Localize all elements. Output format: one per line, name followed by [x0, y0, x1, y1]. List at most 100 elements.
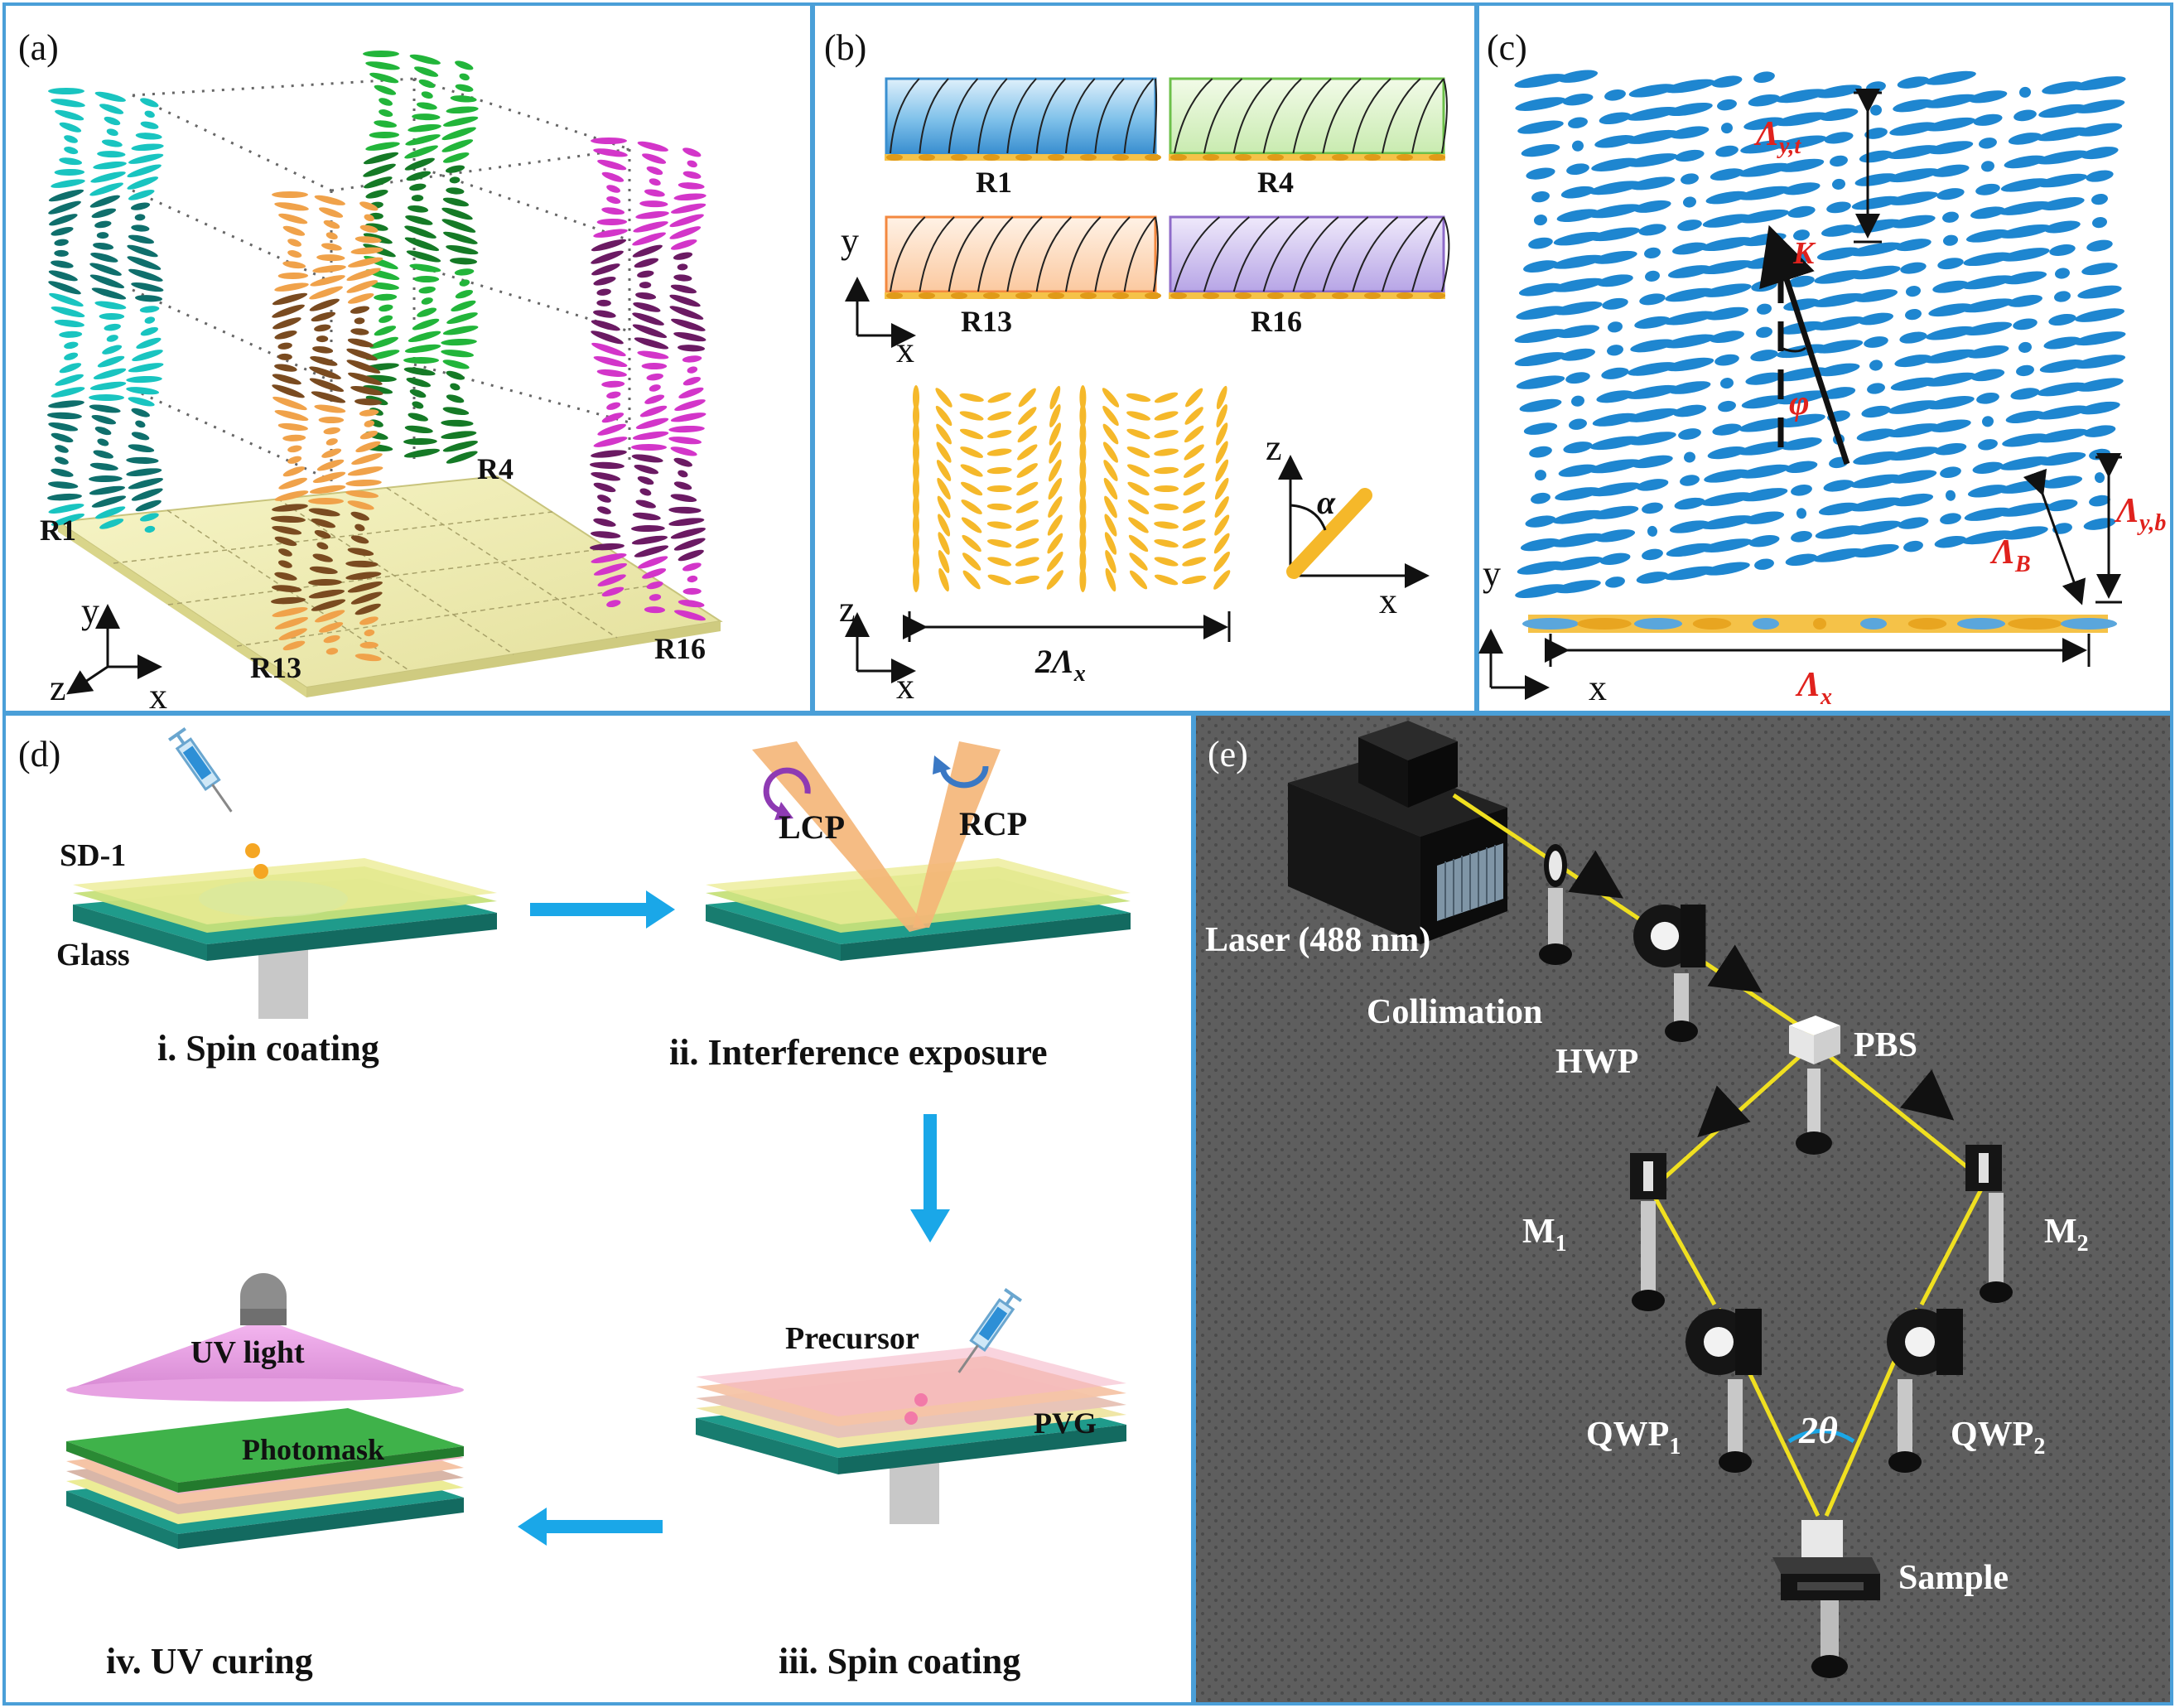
- blue-molecule: [1775, 112, 1828, 127]
- step1-substrate: [73, 858, 497, 1019]
- lc-molecule: [272, 525, 302, 535]
- blue-molecule: [1605, 577, 1625, 588]
- helix-line: [1152, 216, 1159, 292]
- lc-molecule: [678, 470, 688, 478]
- grating-molecule: [1016, 463, 1038, 478]
- grating-molecule: [986, 466, 1012, 475]
- blue-molecule: [1626, 384, 1679, 399]
- blue-molecule: [1705, 306, 1749, 321]
- lc-molecule: [307, 579, 342, 586]
- blue-molecule: [2074, 99, 2125, 113]
- lc-molecule: [359, 641, 379, 649]
- grating-molecule: [1047, 533, 1063, 554]
- lc-molecule: [635, 292, 657, 300]
- lc-molecule: [270, 515, 306, 523]
- axis-b-top-x: x: [896, 330, 914, 370]
- blue-molecule: [1976, 392, 1999, 404]
- lc-grating: [913, 385, 1231, 592]
- blue-molecule: [1888, 400, 1939, 414]
- lc-molecule: [359, 409, 379, 417]
- lc-molecule: [128, 190, 155, 200]
- lc-molecule: [309, 566, 338, 575]
- blue-molecule: [1553, 231, 1603, 246]
- grating-molecule: [1183, 481, 1205, 496]
- lc-molecule: [91, 287, 127, 300]
- lc-molecule: [278, 477, 307, 490]
- lc-molecule: [55, 445, 69, 453]
- lc-molecule: [369, 336, 398, 349]
- lcp-rotation: [763, 767, 811, 815]
- lc-molecule: [682, 171, 702, 179]
- bar-dot: [1145, 292, 1161, 299]
- lc-molecule: [309, 366, 341, 379]
- blue-molecule: [1604, 89, 1626, 101]
- blue-molecule: [1851, 265, 1901, 280]
- lc-molecule: [128, 268, 163, 282]
- lc-molecule: [135, 133, 162, 140]
- lc-molecule: [48, 422, 79, 432]
- lc-molecule: [635, 499, 656, 509]
- lc-molecule: [345, 479, 382, 487]
- panel-c-label: (c): [1487, 27, 1527, 68]
- lc-molecule: [89, 404, 121, 413]
- grating-molecule: [962, 552, 981, 571]
- lc-molecule: [638, 556, 668, 569]
- grating-molecule: [938, 550, 950, 573]
- grating-molecule: [1216, 385, 1227, 410]
- blue-molecule: [1715, 145, 1739, 157]
- blue-molecule: [1599, 552, 1631, 565]
- grating-molecule: [959, 411, 984, 421]
- lc-molecule: [48, 200, 81, 215]
- blue-molecule: [1647, 525, 1658, 537]
- blue-molecule: [1818, 502, 1859, 516]
- blue-molecule: [1850, 474, 1902, 489]
- blue-molecule: [1756, 326, 1772, 338]
- blue-molecule: [1551, 533, 1604, 548]
- blue-molecule: [1553, 301, 1603, 316]
- blue-molecule: [1555, 325, 1600, 339]
- blue-molecule: [1775, 390, 1828, 405]
- grating-molecule: [1184, 425, 1204, 443]
- blue-molecule: [1626, 129, 1679, 144]
- blue-molecule: [1700, 237, 1753, 252]
- lc-molecule: [406, 250, 441, 263]
- blue-molecule: [2036, 127, 2089, 142]
- grating-molecule: [959, 428, 984, 440]
- blue-molecule: [1999, 200, 2052, 215]
- panel-e: (e): [1196, 716, 2170, 1702]
- blue-molecule: [1924, 349, 1977, 364]
- grating-molecule: [1079, 385, 1087, 410]
- bar-dot: [1396, 292, 1413, 299]
- lc-molecule: [278, 548, 292, 557]
- blue-molecule: [1867, 383, 1885, 394]
- helix-line: [1292, 78, 1332, 154]
- lc-molecule: [54, 239, 69, 246]
- blue-molecule: [1748, 535, 1780, 548]
- grating-molecule: [1102, 423, 1119, 445]
- lc-molecule: [89, 485, 126, 495]
- blue-molecule: [1940, 513, 1961, 524]
- blue-molecule: [1514, 352, 1567, 367]
- helix-line: [1174, 216, 1221, 292]
- lc-molecule: [441, 207, 473, 220]
- lc-molecule: [442, 152, 470, 163]
- rcp-label: RCP: [959, 805, 1027, 842]
- lc-molecule: [282, 640, 306, 651]
- lc-molecule: [277, 342, 292, 350]
- grating-molecule: [1079, 476, 1087, 501]
- lc-molecule: [311, 311, 336, 322]
- lc-molecule: [591, 450, 627, 458]
- blue-molecule: [1628, 362, 1677, 376]
- lc-molecule: [51, 306, 85, 318]
- blue-molecule: [1893, 493, 1934, 507]
- step1-label: i. Spin coating: [157, 1028, 379, 1069]
- laser-label: Laser (488 nm): [1205, 921, 1430, 959]
- blue-molecule: [2086, 239, 2113, 252]
- step2-label: ii. Interference exposure: [669, 1032, 1048, 1073]
- lc-molecule: [131, 432, 150, 441]
- lc-molecule: [134, 214, 146, 221]
- lc-molecule: [272, 384, 305, 398]
- lc-molecule: [347, 257, 383, 268]
- lc-molecule: [51, 179, 85, 188]
